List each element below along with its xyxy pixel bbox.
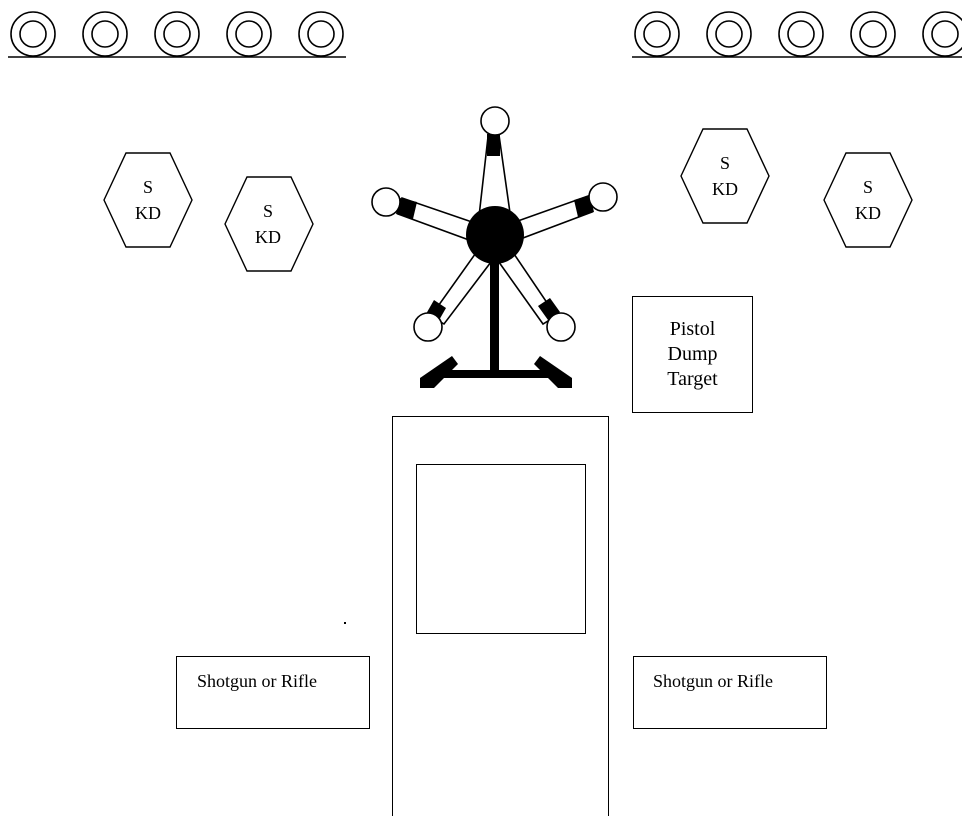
star-hub [466, 206, 524, 264]
swinger-target-4: S KD [823, 152, 913, 248]
shotgun-rifle-table-left: Shotgun or Rifle [176, 656, 370, 729]
texas-star-target-icon [371, 106, 618, 388]
pistol-dump-target-box: Pistol Dump Target [632, 296, 753, 413]
plate-target-icon [850, 11, 896, 57]
star-stand-post [490, 250, 499, 375]
star-stand-foot-right [534, 356, 572, 388]
swinger-label-top: S [863, 177, 873, 197]
plate-target-icon [82, 11, 128, 57]
stage-diagram: S KD S KD S KD S KD [8, 11, 962, 388]
swinger-label-top: S [720, 153, 730, 173]
star-plate-lower-left [413, 312, 443, 342]
shotgun-rifle-label-right: Shotgun or Rifle [653, 671, 773, 691]
stray-mark [344, 622, 346, 624]
steel-plate-row-right [632, 11, 962, 58]
star-arm-clamp [487, 134, 500, 156]
steel-plate-row-left [8, 11, 346, 58]
shotgun-rifle-table-right: Shotgun or Rifle [633, 656, 827, 729]
pistol-dump-label: Pistol Dump Target [667, 318, 718, 390]
plate-target-icon [154, 11, 200, 57]
star-plate-right [588, 182, 618, 212]
plate-target-icon [706, 11, 752, 57]
plate-target-icon [10, 11, 56, 57]
swinger-label-top: S [263, 201, 273, 221]
swinger-label-top: S [143, 177, 153, 197]
star-stand-foot-left [420, 356, 458, 388]
swinger-target-1: S KD [103, 152, 193, 248]
swinger-target-2: S KD [224, 176, 314, 272]
swinger-label-bottom: KD [712, 179, 738, 199]
plate-target-icon [778, 11, 824, 57]
star-arm-clamp [396, 198, 417, 219]
star-plate-lower-right [546, 312, 576, 342]
star-plate-left [371, 187, 401, 217]
plate-target-icon [226, 11, 272, 57]
swinger-label-bottom: KD [135, 203, 161, 223]
plate-target-icon [634, 11, 680, 57]
plate-target-icon [922, 11, 962, 57]
doorway-window [416, 464, 586, 634]
plate-target-icon [298, 11, 344, 57]
swinger-label-bottom: KD [255, 227, 281, 247]
star-plate-top [480, 106, 510, 136]
swinger-target-3: S KD [680, 128, 770, 224]
shotgun-rifle-label-left: Shotgun or Rifle [197, 671, 317, 691]
swinger-label-bottom: KD [855, 203, 881, 223]
